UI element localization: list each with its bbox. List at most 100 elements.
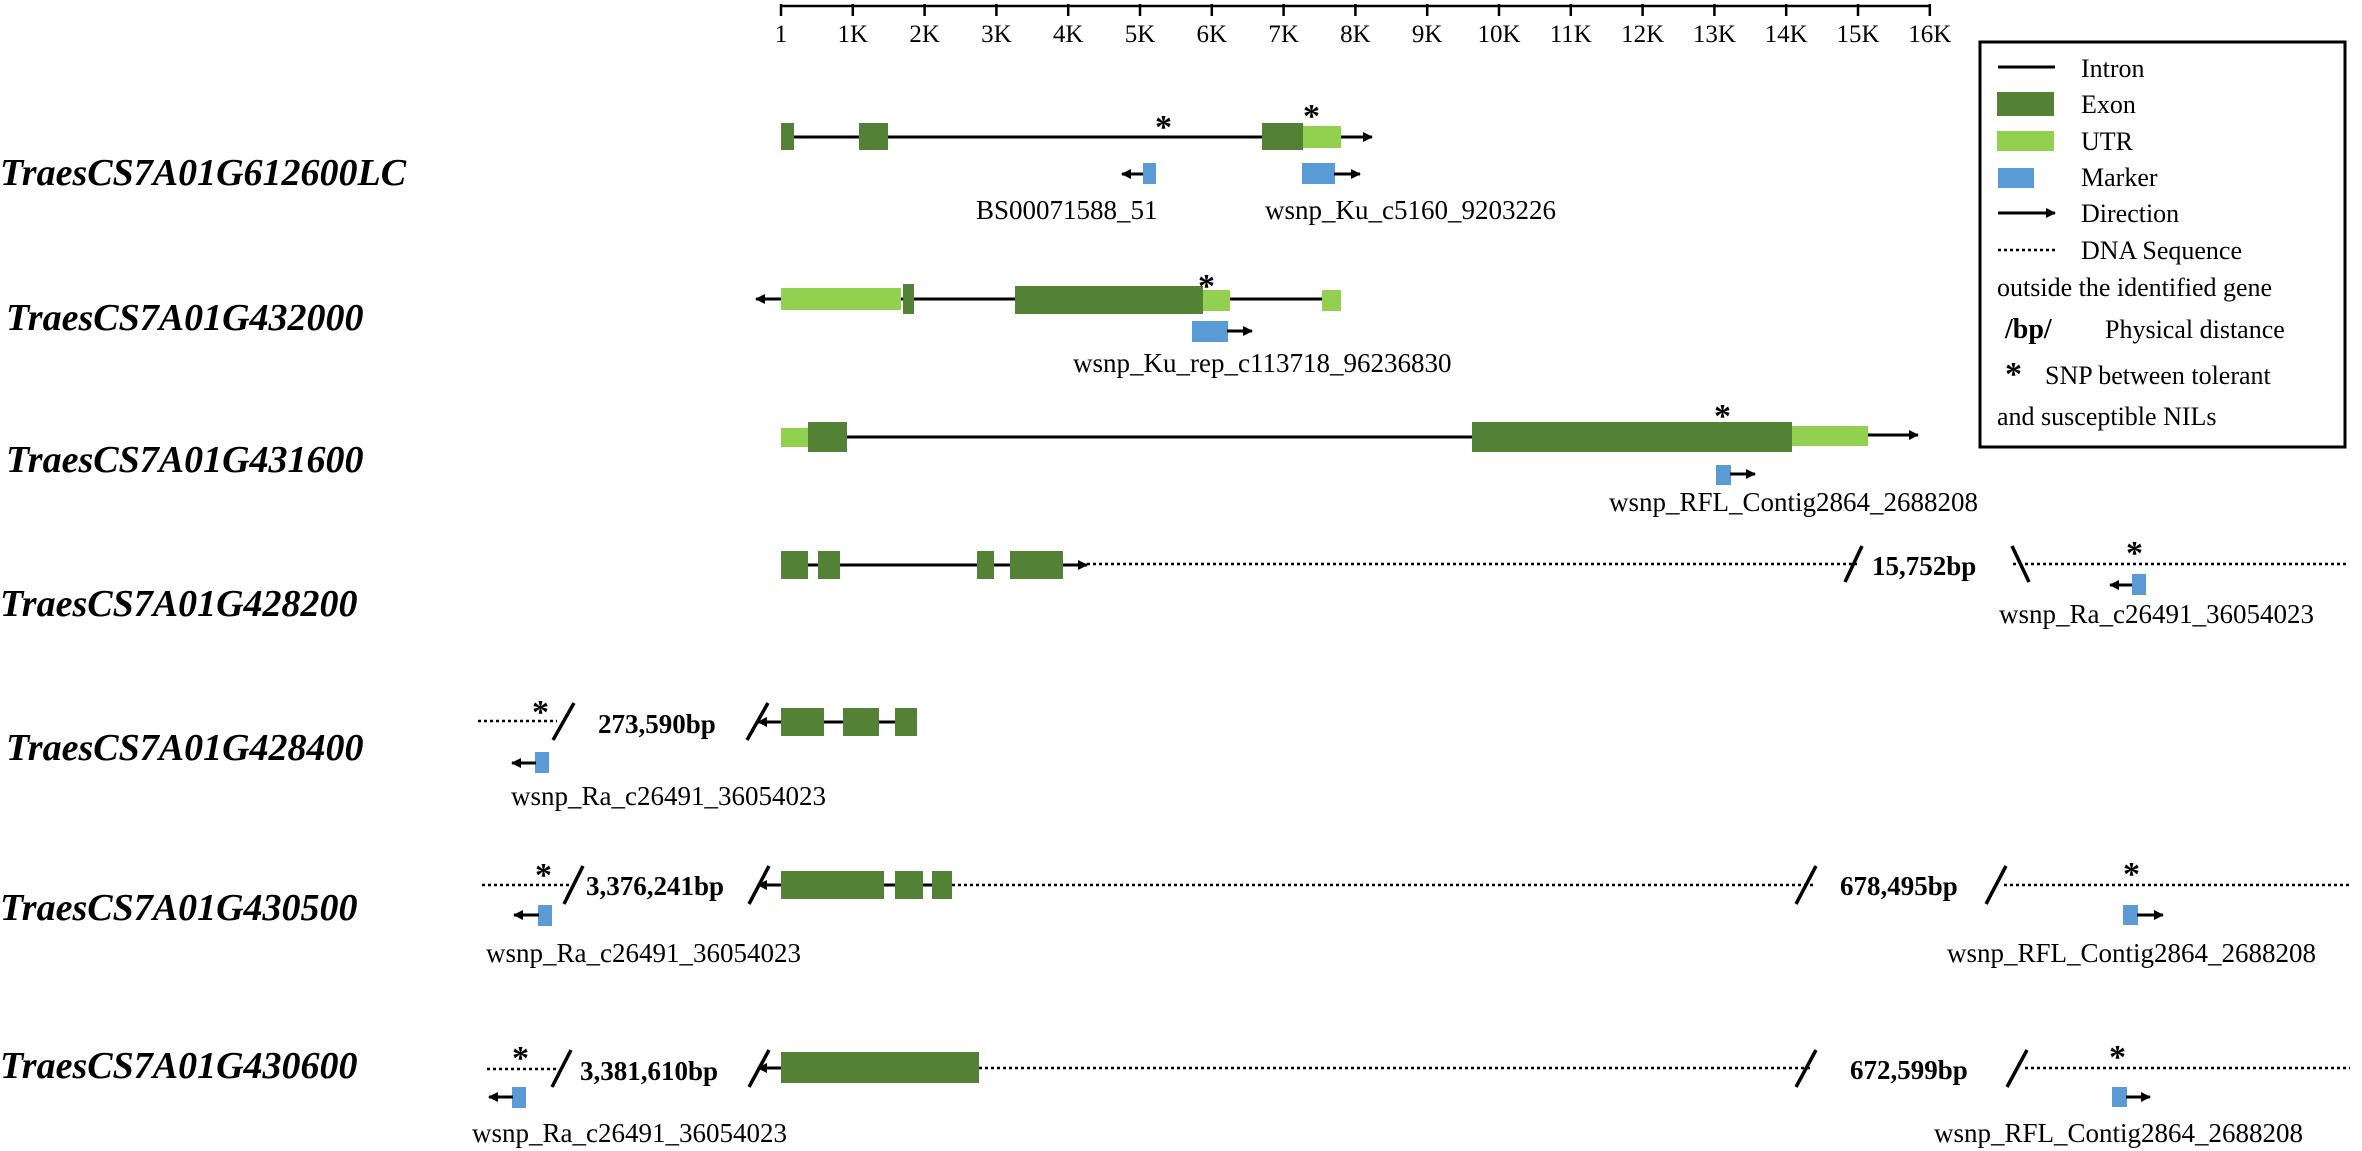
axis-tick-label: 4K xyxy=(1053,21,1084,48)
legend-marker-label: Marker xyxy=(2081,163,2158,192)
snp-asterisk: * xyxy=(1303,98,1320,135)
legend-direction-label: Direction xyxy=(2081,199,2179,228)
marker-label: wsnp_Ra_c26491_36054023 xyxy=(1999,599,2314,629)
distance-break-slash xyxy=(550,1049,573,1088)
marker-label: BS00071588_51 xyxy=(976,195,1158,225)
marker-label: wsnp_RFL_Contig2864_2688208 xyxy=(1609,487,1978,517)
distance-break-slash xyxy=(1794,865,1818,905)
gene-track-g428200: 15,752bp * wsnp_Ra_c26491_36054023 xyxy=(781,535,2347,629)
distance-label: 3,376,241bp xyxy=(586,871,724,901)
gene-track-g430500: * 3,376,241bp 678,495bp * wsnp_Ra_c26491… xyxy=(482,856,2350,968)
exon-block xyxy=(895,708,917,736)
marker-block xyxy=(1716,465,1731,485)
axis-tick-label: 1 xyxy=(775,21,788,48)
gene-track-g428400: * 273,590bp wsnp_Ra_c26491_36054023 xyxy=(478,694,917,811)
axis-tick-label: 12K xyxy=(1621,21,1664,48)
exon-block xyxy=(1015,286,1203,314)
snp-asterisk: * xyxy=(2109,1039,2126,1076)
snp-asterisk: * xyxy=(535,857,552,894)
legend-utr-label: UTR xyxy=(2081,127,2134,156)
legend-dna-label-line2: outside the identified gene xyxy=(1997,273,2272,302)
exon-block xyxy=(977,551,994,579)
axis-tick-label: 7K xyxy=(1268,21,1299,48)
axis-tick-label: 6K xyxy=(1197,21,1228,48)
distance-break-slash xyxy=(1794,1049,1818,1088)
distance-break-slash xyxy=(551,702,576,741)
marker-block xyxy=(2132,574,2146,595)
axis-tick-label: 5K xyxy=(1125,21,1156,48)
distance-break-slash xyxy=(562,865,585,905)
marker-label: wsnp_Ku_rep_c113718_96236830 xyxy=(1073,348,1451,378)
axis-tick-label: 15K xyxy=(1836,21,1879,48)
axis-tick-label: 9K xyxy=(1412,21,1443,48)
marker-block xyxy=(535,752,549,773)
exon-block xyxy=(781,1052,979,1083)
legend-snp-label-line2: and susceptible NILs xyxy=(1997,402,2217,431)
snp-asterisk: * xyxy=(1155,109,1172,146)
marker-label: wsnp_Ra_c26491_36054023 xyxy=(511,781,826,811)
gene-track-g431600: * wsnp_RFL_Contig2864_2688208 xyxy=(781,398,1978,517)
legend-utr-swatch xyxy=(1997,131,2054,151)
gene-track-g430600: * 3,381,610bp 672,599bp * wsnp_Ra_c26491… xyxy=(472,1039,2350,1148)
distance-label: 672,599bp xyxy=(1850,1055,1968,1085)
exon-block xyxy=(808,422,847,452)
marker-block xyxy=(2123,905,2138,925)
axis-tick-label: 2K xyxy=(909,21,940,48)
gene-names: TraesCS7A01G612600LC TraesCS7A01G432000 … xyxy=(0,152,407,1087)
axis-tick-label: 14K xyxy=(1765,21,1808,48)
legend-marker-swatch xyxy=(1998,168,2034,188)
distance-label: 3,381,610bp xyxy=(580,1056,718,1086)
gene-name-g428200: TraesCS7A01G428200 xyxy=(0,583,358,625)
marker-block xyxy=(512,1087,526,1108)
legend-exon-label: Exon xyxy=(2081,90,2136,119)
exon-block xyxy=(781,551,808,579)
gene-name-g430600: TraesCS7A01G430600 xyxy=(0,1045,358,1087)
exon-block xyxy=(1472,422,1792,452)
exon-block xyxy=(932,871,952,899)
axis-tick-label: 10K xyxy=(1477,21,1520,48)
gene-name-g612600lc: TraesCS7A01G612600LC xyxy=(0,152,407,194)
utr-block xyxy=(1322,290,1341,311)
marker-block xyxy=(1143,163,1156,184)
legend-dna-label-line1: DNA Sequence xyxy=(2081,236,2242,265)
utr-block xyxy=(1303,126,1341,148)
distance-break-slash xyxy=(2005,1049,2029,1088)
exon-block xyxy=(843,708,879,736)
legend-physical-distance-label: Physical distance xyxy=(2105,315,2285,344)
exon-block xyxy=(903,284,914,314)
axis-tick-label: 3K xyxy=(981,21,1012,48)
exon-block xyxy=(781,123,794,150)
exon-block xyxy=(781,708,824,736)
utr-block xyxy=(781,288,901,310)
axis-tick-label: 13K xyxy=(1693,21,1736,48)
exon-block xyxy=(1262,123,1303,150)
gene-track-g432000: * wsnp_Ku_rep_c113718_96236830 xyxy=(755,268,1451,378)
gene-name-g431600: TraesCS7A01G431600 xyxy=(6,439,364,481)
legend-bp-symbol: /bp/ xyxy=(2004,314,2053,345)
distance-break-slash xyxy=(1843,545,1864,583)
legend-intron-label: Intron xyxy=(2081,54,2145,83)
gene-name-g430500: TraesCS7A01G430500 xyxy=(0,887,358,929)
legend-snp-asterisk: * xyxy=(2005,356,2022,393)
snp-asterisk: * xyxy=(2123,856,2140,893)
gene-name-g432000: TraesCS7A01G432000 xyxy=(6,297,364,339)
snp-asterisk: * xyxy=(1198,268,1215,305)
axis-tick-label: 1K xyxy=(838,21,869,48)
utr-block xyxy=(1203,290,1230,311)
snp-asterisk: * xyxy=(532,694,549,731)
exon-block xyxy=(1010,551,1063,579)
marker-block xyxy=(1302,163,1335,184)
distance-break-slash xyxy=(1984,865,2008,905)
snp-asterisk: * xyxy=(1714,398,1731,435)
axis-tick-label: 8K xyxy=(1340,21,1371,48)
gene-track-g612600lc: * * BS00071588_51 wsnp_Ku_c5160_9203226 xyxy=(781,98,1556,225)
marker-block xyxy=(2112,1087,2127,1107)
distance-label: 678,495bp xyxy=(1840,871,1958,901)
exon-block xyxy=(818,551,840,579)
snp-asterisk: * xyxy=(512,1040,529,1077)
marker-block xyxy=(538,905,552,926)
marker-label: wsnp_Ra_c26491_36054023 xyxy=(472,1118,787,1148)
